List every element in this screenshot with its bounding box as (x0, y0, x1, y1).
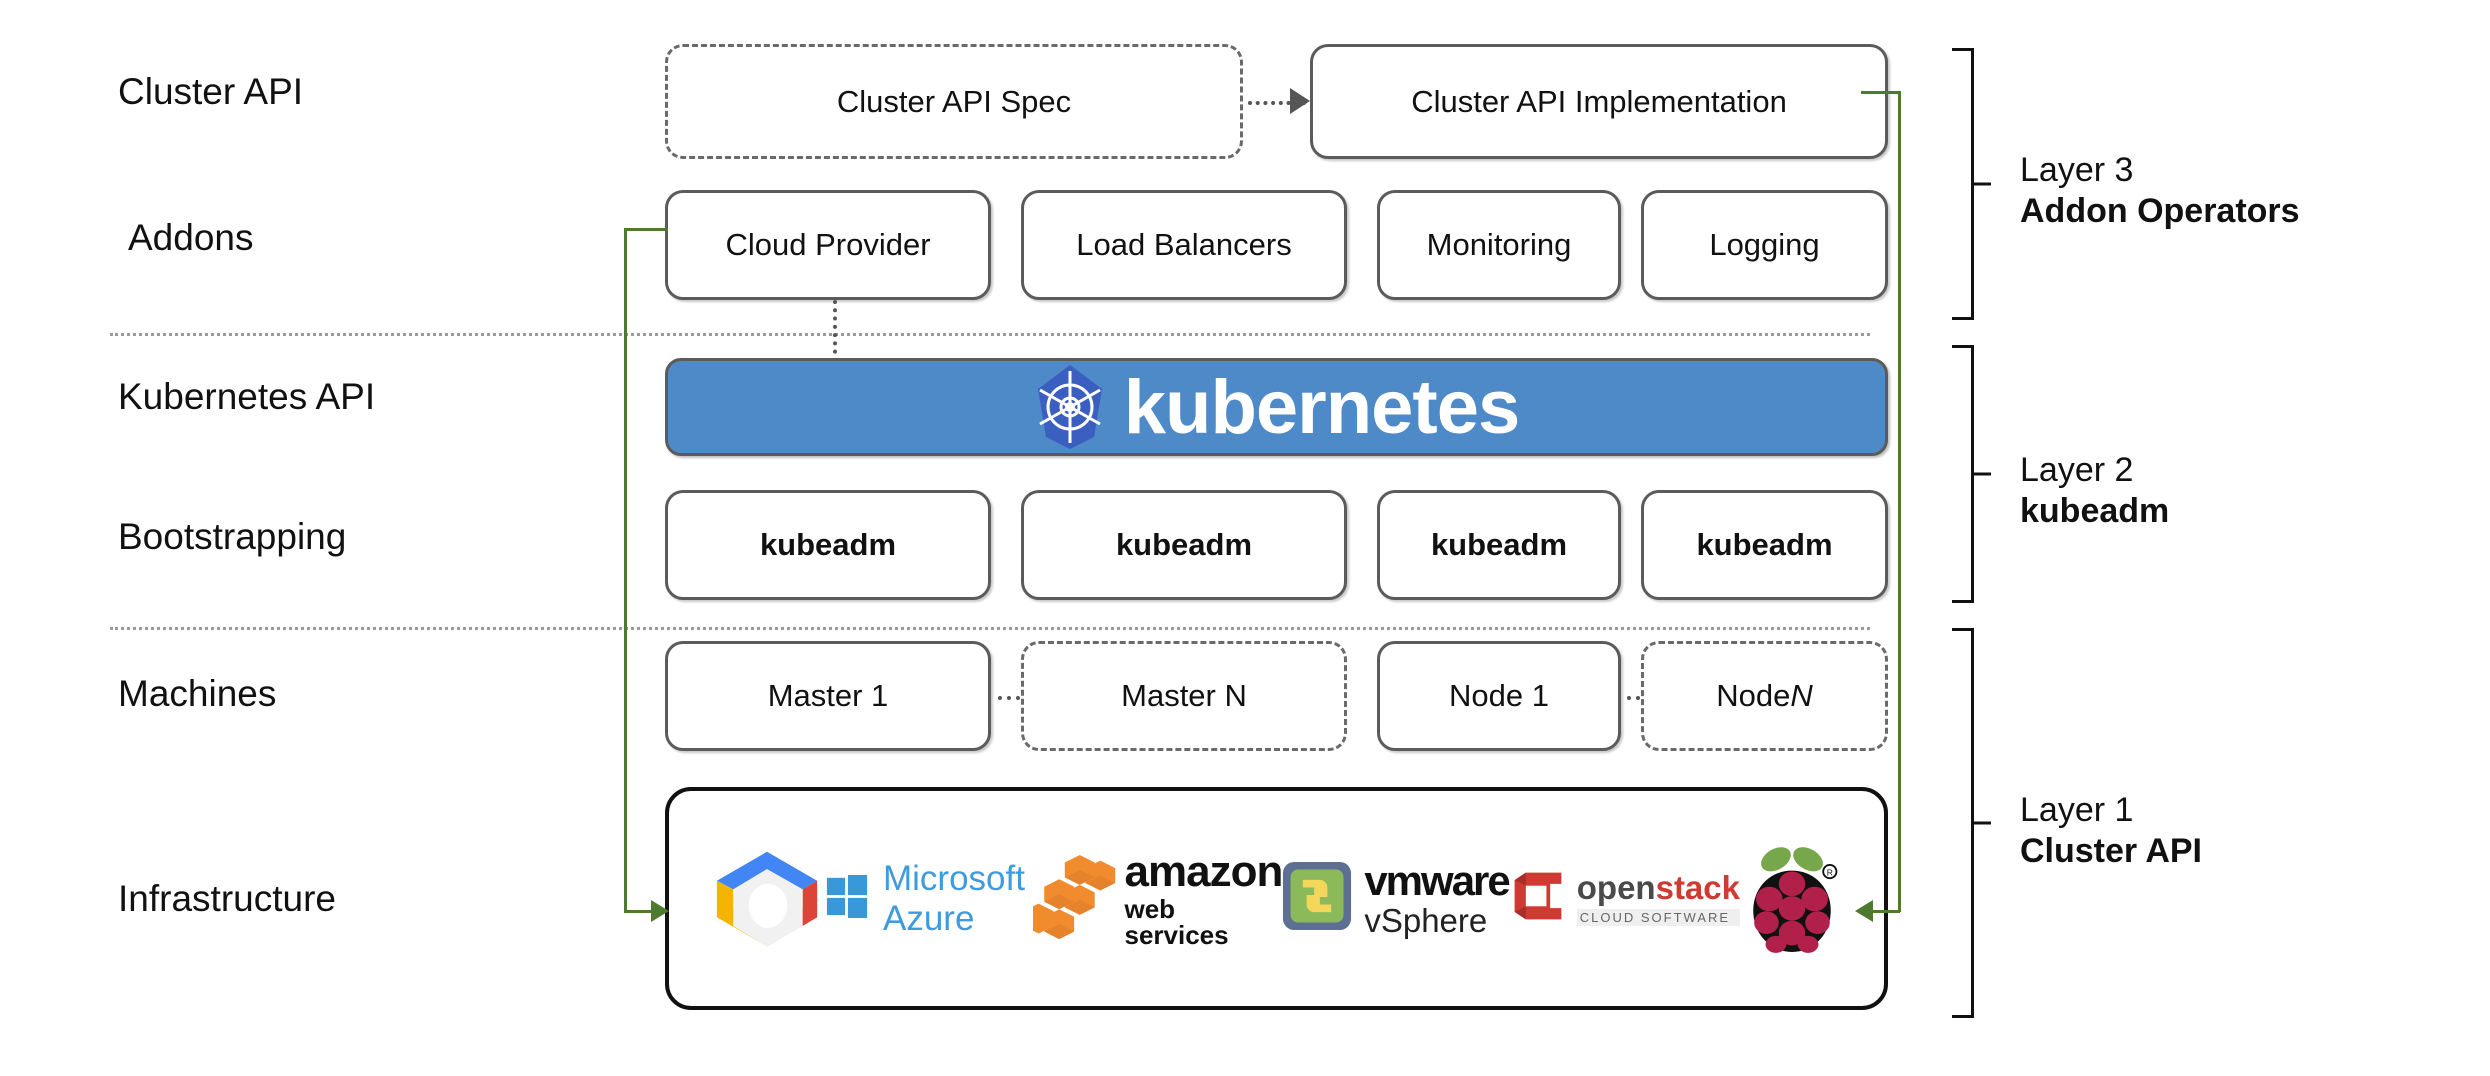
separator-layer2-layer1 (110, 627, 1870, 630)
box-addon-monitoring[interactable]: Monitoring (1377, 190, 1621, 300)
box-label: Master N (1121, 678, 1247, 713)
box-label: Cloud Provider (725, 227, 931, 262)
box-kubeadm-3[interactable]: kubeadm (1377, 490, 1621, 600)
layer-1-name: Layer 1 (2020, 791, 2134, 829)
vmware-wordmark: vmware (1364, 857, 1510, 904)
layer-1-title: Cluster API (2020, 832, 2203, 871)
google-cloud-platform-logo (709, 846, 825, 952)
green-connector-left-bottom (624, 910, 654, 913)
aws-amazon-wordmark: amazon (1124, 846, 1284, 896)
dotted-connector-spec-to-impl (1248, 101, 1306, 105)
openstack-open-wordmark: open (1576, 869, 1656, 906)
bracket-nub (1971, 472, 1991, 476)
box-machine-master-n[interactable]: Master N (1021, 641, 1347, 751)
box-label: Cluster API Implementation (1411, 83, 1787, 119)
row-label-infrastructure: Infrastructure (118, 878, 336, 919)
kubernetes-banner[interactable]: kubernetes (665, 358, 1888, 456)
green-connector-left-top (624, 228, 668, 231)
box-kubeadm-1[interactable]: kubeadm (665, 490, 991, 600)
box-label: kubeadm (1115, 527, 1253, 562)
box-addon-logging[interactable]: Logging (1641, 190, 1888, 300)
layer-label-3: Layer 3 Addon Operators (2020, 150, 2300, 233)
vmware-vsphere-logo: vmware vSphere (1282, 857, 1511, 939)
green-arrow-right-icon (651, 900, 669, 922)
amazon-web-services-logo: amazon web services (1023, 846, 1284, 950)
row-label-kubernetes-api: Kubernetes API (118, 376, 376, 417)
windows-flag-icon (825, 874, 869, 923)
box-label: Logging (1709, 227, 1820, 262)
bracket-layer-2 (1952, 345, 1991, 603)
box-machine-master-1[interactable]: Master 1 (665, 641, 991, 751)
box-label: Monitoring (1426, 227, 1572, 262)
infrastructure-container[interactable]: Microsoft Azure (665, 787, 1888, 1010)
aws-cubes-icon (1023, 853, 1119, 948)
box-cluster-api-implementation[interactable]: Cluster API Implementation (1310, 44, 1888, 159)
openstack-logo: openstack CLOUD SOFTWARE (1509, 867, 1740, 930)
box-label: Cluster API Spec (836, 83, 1072, 119)
bracket-layer-1 (1952, 628, 1991, 1018)
layer-label-2: Layer 2 kubeadm (2020, 450, 2169, 533)
openstack-tagline: CLOUD SOFTWARE (1576, 909, 1740, 926)
kubernetes-helm-wheel-icon (1034, 363, 1106, 451)
azure-wordmark: Microsoft Azure (883, 858, 1025, 938)
box-label: Node 1 (1449, 678, 1549, 713)
separator-layer3-layer2 (110, 333, 1870, 336)
green-arrow-left-icon (1855, 900, 1873, 922)
vsphere-wordmark: vSphere (1364, 902, 1488, 939)
openstack-mark-icon (1509, 867, 1567, 930)
box-cluster-api-spec[interactable]: Cluster API Spec (665, 44, 1243, 159)
raspberry-pi-logo: R (1740, 842, 1844, 956)
dotted-arrow-right-icon (1290, 88, 1310, 114)
box-label: Master 1 (767, 678, 889, 713)
layer-label-1: Layer 1 Cluster API (2020, 790, 2202, 873)
green-connector-left-vertical (624, 228, 627, 912)
dotted-connector-cloudprovider-to-kubernetes (833, 300, 837, 362)
row-label-bootstrapping: Bootstrapping (118, 516, 347, 557)
box-label: kubeadm (1430, 527, 1568, 562)
layer-3-name: Layer 3 (2020, 151, 2134, 189)
row-label-addons: Addons (128, 217, 254, 258)
bracket-nub (1971, 182, 1991, 186)
row-label-cluster-api: Cluster API (118, 71, 304, 112)
box-addon-cloud-provider[interactable]: Cloud Provider (665, 190, 991, 300)
row-label-machines: Machines (118, 673, 277, 714)
bracket-nub (1971, 821, 1991, 825)
layer-2-title: kubeadm (2020, 492, 2170, 531)
box-label: Node (1716, 678, 1791, 713)
box-kubeadm-4[interactable]: kubeadm (1641, 490, 1888, 600)
green-connector-right-vertical (1898, 91, 1901, 912)
kubernetes-wordmark: kubernetes (1123, 364, 1520, 450)
green-connector-right-bottom (1872, 910, 1900, 913)
layer-2-name: Layer 2 (2020, 451, 2134, 489)
vsphere-badge-icon (1282, 861, 1352, 936)
box-label: Load Balancers (1076, 227, 1292, 262)
ellipsis-nodes (1627, 696, 1649, 700)
microsoft-azure-logo: Microsoft Azure (825, 859, 1033, 939)
openstack-stack-wordmark: stack (1655, 869, 1740, 906)
green-connector-right-top (1861, 91, 1901, 94)
bracket-layer-3 (1952, 48, 1991, 320)
box-label-suffix: N (1790, 678, 1813, 713)
box-kubeadm-2[interactable]: kubeadm (1021, 490, 1347, 600)
box-addon-load-balancers[interactable]: Load Balancers (1021, 190, 1347, 300)
svg-text:R: R (1827, 867, 1833, 877)
ellipsis-masters (998, 696, 1020, 700)
box-label: kubeadm (1696, 527, 1833, 562)
box-label: kubeadm (759, 527, 897, 562)
aws-webservices-wordmark: web services (1124, 893, 1229, 950)
box-machine-node-1[interactable]: Node 1 (1377, 641, 1621, 751)
layer-3-title: Addon Operators (2020, 192, 2300, 231)
box-machine-node-n[interactable]: Node N (1641, 641, 1888, 751)
